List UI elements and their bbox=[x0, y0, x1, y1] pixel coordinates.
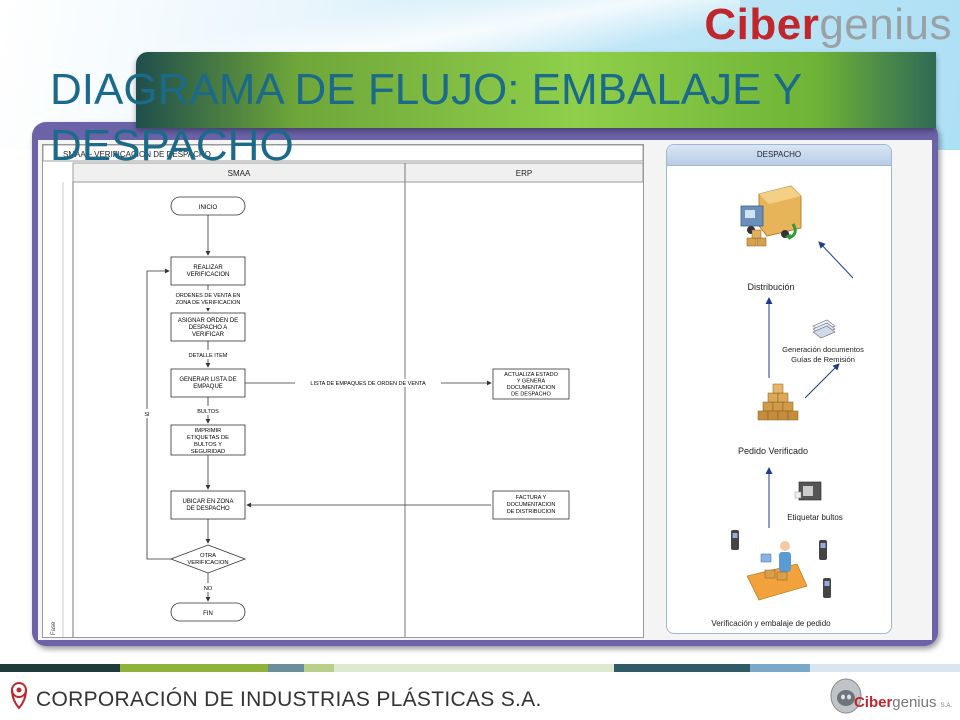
node-otra-verificacion bbox=[169, 544, 247, 574]
footer-company-name: CORPORACIÓN DE INDUSTRIAS PLÁSTICAS S.A. bbox=[36, 688, 542, 711]
step-pedido: Pedido Verificado bbox=[738, 446, 808, 456]
node-imprimir-line1: IMPRIMIR bbox=[195, 428, 222, 434]
edge-detalle: DETALLE ITEM bbox=[189, 353, 228, 359]
node-ubicar-line1: UBICAR EN ZONA bbox=[182, 499, 233, 505]
node-generar bbox=[170, 368, 246, 398]
edge-ordenes-line2: ZONA DE VERIFICACION bbox=[176, 300, 241, 306]
dispatch-header: DESPACHO bbox=[667, 145, 891, 166]
node-asignar-line1: ASIGNAR ORDEN DE bbox=[178, 318, 238, 324]
node-inicio-label: INICIO bbox=[199, 205, 218, 211]
node-imprimir-line4: SEGURIDAD bbox=[191, 449, 225, 455]
boxes-icon bbox=[757, 383, 799, 421]
node-otra-line1: OTRA bbox=[200, 553, 216, 559]
label-printer-icon bbox=[794, 481, 822, 501]
edge-ordenes-line1: ORDENES DE VENTA EN bbox=[176, 293, 241, 299]
flowchart-panel: SMAA – VERIFICACION DE DESPACHO SMAA ERP… bbox=[42, 144, 644, 638]
arrow-generacion-to-distribucion bbox=[818, 241, 854, 279]
node-fin-label: FIN bbox=[203, 611, 213, 617]
phase-label: Fase bbox=[51, 621, 57, 635]
node-realizar-line2: VERIFICACION bbox=[187, 272, 230, 278]
dispatch-svg: Distribución Generación documentos Guías… bbox=[711, 185, 864, 628]
footer-color-bar bbox=[0, 664, 960, 672]
node-asignar bbox=[170, 312, 246, 342]
edge-no: NO bbox=[204, 586, 213, 592]
edge-bultos: BULTOS bbox=[197, 409, 219, 415]
node-asignar-line2: DESPACHO A bbox=[189, 325, 228, 331]
company-logo-icon bbox=[11, 682, 27, 710]
edge-lista: LISTA DE EMPAQUES DE ORDEN DE VENTA bbox=[310, 381, 426, 387]
edge-si: SI bbox=[144, 412, 150, 418]
node-generar-line2: EMPAQUE bbox=[193, 384, 223, 390]
node-actualiza-line3: DOCUMENTACION bbox=[507, 385, 556, 391]
node-actualiza bbox=[492, 368, 570, 400]
background-stripe bbox=[120, 0, 740, 60]
flowchart-svg: SMAA – VERIFICACION DE DESPACHO SMAA ERP… bbox=[42, 144, 644, 637]
node-factura bbox=[492, 490, 570, 520]
node-imprimir-line3: BULTOS Y bbox=[194, 442, 222, 448]
node-actualiza-line1: ACTUALIZA ESTADO bbox=[504, 372, 558, 378]
step-distribucion: Distribución bbox=[747, 282, 794, 292]
node-otra-line2: VERIFICACION bbox=[187, 560, 228, 566]
node-imprimir-line2: ETIQUETAS DE bbox=[187, 435, 229, 441]
node-generar-line1: GENERAR LISTA DE bbox=[179, 377, 236, 383]
flowchart-header: SMAA – VERIFICACION DE DESPACHO bbox=[63, 150, 211, 159]
dispatch-panel: DESPACHO Distribución Gene bbox=[666, 144, 892, 634]
node-ubicar bbox=[170, 490, 246, 520]
title-bar bbox=[136, 52, 936, 128]
handheld-scanner-icon bbox=[731, 530, 831, 598]
node-realizar-line1: REALIZAR bbox=[193, 265, 223, 271]
step-generacion-line2: Guías de Remisión bbox=[791, 355, 855, 364]
node-asignar-line3: VERIFICAR bbox=[192, 332, 225, 338]
node-imprimir bbox=[170, 424, 246, 456]
slide-title: DIAGRAMA DE FLUJO: EMBALAJE Y DESPACHO bbox=[50, 65, 802, 170]
node-actualiza-line4: DE DESPACHO bbox=[511, 392, 551, 398]
arrow-pedido-to-generacion bbox=[804, 363, 840, 399]
node-realizar bbox=[170, 256, 246, 286]
node-ubicar-line2: DE DESPACHO bbox=[186, 506, 230, 512]
step-generacion-line1: Generación documentos bbox=[782, 345, 864, 354]
delivery-truck-icon bbox=[740, 185, 802, 247]
helmet-mascot-icon bbox=[830, 678, 862, 714]
worker-packing-icon bbox=[746, 541, 808, 601]
step-verificacion: Verificación y embalaje de pedido bbox=[711, 619, 831, 628]
node-factura-line3: DE DISTRIBUCION bbox=[507, 509, 556, 515]
documents-icon bbox=[812, 319, 836, 339]
lane-smaa: SMAA bbox=[228, 169, 251, 178]
node-factura-line1: FACTURA Y bbox=[516, 495, 547, 501]
brand-logo-bottom: Cibergenius S.A. bbox=[853, 694, 952, 711]
node-factura-line2: DOCUMENTACION bbox=[507, 502, 556, 508]
brand-logo-top: Cibergenius bbox=[704, 0, 952, 49]
lane-erp: ERP bbox=[516, 169, 532, 178]
step-etiquetar: Etiquetar bultos bbox=[787, 513, 843, 522]
node-actualiza-line2: Y GENERA bbox=[517, 379, 546, 385]
node-fin bbox=[170, 602, 246, 622]
